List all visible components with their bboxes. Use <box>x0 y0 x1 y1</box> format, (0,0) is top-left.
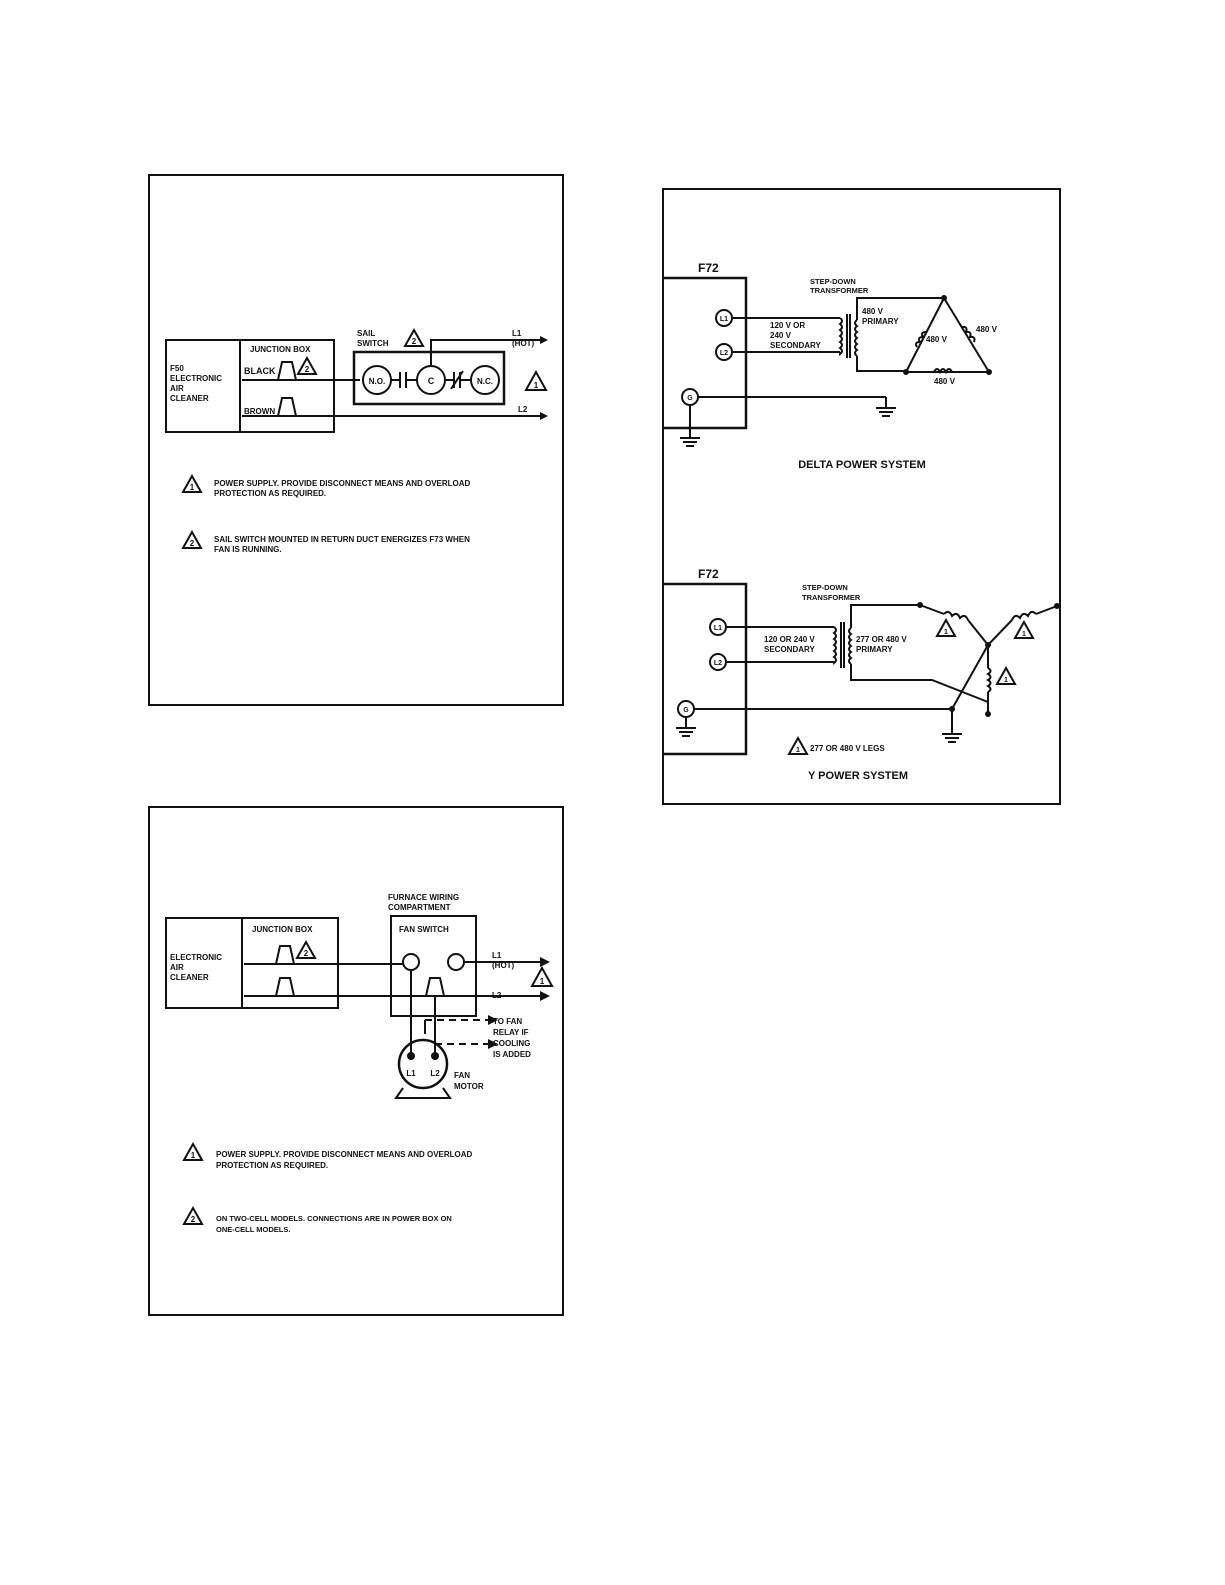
cleaner-label: ELECTRONIC AIR CLEANER <box>170 953 224 982</box>
leg-right-label-delta: 480 V <box>976 325 998 334</box>
leg-bottom-label-delta: 480 V <box>934 377 956 386</box>
note-marker-2-junction: 2 <box>295 939 317 959</box>
svg-text:2: 2 <box>190 539 195 548</box>
junction-box-label: JUNCTION BOX <box>252 925 313 934</box>
transformer-label-delta: STEP-DOWN TRANSFORMER <box>810 277 869 295</box>
wire-nut-brown <box>276 397 298 417</box>
y-caption: Y POWER SYSTEM <box>808 770 908 782</box>
leg-inner-label-delta: 480 V <box>926 335 948 344</box>
primary-label-y: 277 OR 480 V PRIMARY <box>856 635 909 654</box>
svg-text:1: 1 <box>190 483 195 492</box>
sail-switch-wiring-diagram: F50 ELECTRONIC AIR CLEANER JUNCTION BOX … <box>165 327 548 554</box>
transformer-primary-coil-delta <box>854 319 859 357</box>
delta-caption: DELTA POWER SYSTEM <box>798 459 926 471</box>
wire-nut-2 <box>274 977 296 997</box>
svg-text:L1: L1 <box>720 316 728 323</box>
fan-switch-terminal-left <box>402 953 420 971</box>
svg-text:1: 1 <box>1022 631 1026 638</box>
secondary-label-y: 120 OR 240 V SECONDARY <box>764 635 817 654</box>
transformer-secondary-coil-delta <box>838 317 843 357</box>
svg-text:1: 1 <box>944 629 948 636</box>
transformer-label-y: STEP-DOWN TRANSFORMER <box>802 583 861 602</box>
brown-wire-label: BROWN <box>244 407 275 416</box>
junction-box-label: JUNCTION BOX <box>250 345 311 354</box>
leg-marker-right: 1 <box>1013 619 1035 639</box>
note-marker-1-power: 1 <box>530 965 554 987</box>
power-system-panel: F72 L1 L2 G 120 V OR 240 V SECONDARY STE… <box>662 188 1061 805</box>
sail-switch-box <box>352 350 506 406</box>
fan-switch-label: FAN SWITCH <box>399 925 449 934</box>
svg-text:L2: L2 <box>430 1069 440 1078</box>
y-power-system: F72 L1 L2 G 120 OR 240 V SECONDARY STEP-… <box>664 567 1060 782</box>
note-1: 1 POWER SUPPLY. PROVIDE DISCONNECT MEANS… <box>182 1141 475 1170</box>
f72-label-delta: F72 <box>698 261 719 275</box>
black-wire-label: BLACK <box>244 366 276 376</box>
wire-nut-3 <box>424 977 446 997</box>
svg-text:1: 1 <box>534 381 539 390</box>
legs-legend: 1 277 OR 480 V LEGS <box>787 735 885 755</box>
fan-motor-label: FAN MOTOR <box>454 1071 484 1091</box>
transformer-secondary-coil-y <box>832 626 837 666</box>
svg-text:L1: L1 <box>406 1069 416 1078</box>
cleaner-box <box>165 339 335 433</box>
svg-text:L2: L2 <box>720 350 728 357</box>
primary-label-delta: 480 V PRIMARY <box>862 307 899 326</box>
fan-motor: L1 L2 <box>394 1038 452 1099</box>
svg-text:277 OR 480 V LEGS: 277 OR 480 V LEGS <box>810 744 885 753</box>
l1-wire <box>430 339 540 366</box>
svg-text:G: G <box>683 707 689 714</box>
to-fan-relay-label: TO FAN RELAY IF COOLING IS ADDED <box>493 1017 533 1059</box>
note-2: 2 ON TWO-CELL MODELS. CONNECTIONS ARE IN… <box>182 1205 454 1234</box>
wye-network <box>917 602 1060 717</box>
note-2: 2 SAIL SWITCH MOUNTED IN RETURN DUCT ENE… <box>181 529 472 554</box>
leg-marker-bottom: 1 <box>995 665 1017 685</box>
svg-text:G: G <box>687 395 693 402</box>
sail-switch-label: SAIL SWITCH <box>357 329 389 348</box>
svg-text:2: 2 <box>305 365 310 374</box>
sail-switch-wiring-panel: F50 ELECTRONIC AIR CLEANER JUNCTION BOX … <box>148 174 564 706</box>
svg-text:N.C.: N.C. <box>477 377 493 386</box>
svg-text:1: 1 <box>191 1151 196 1160</box>
transformer-primary-coil-y <box>848 627 853 665</box>
note-marker-2-sail: 2 <box>403 327 425 347</box>
svg-text:SAIL SWITCH MOUNTED IN RETURN: SAIL SWITCH MOUNTED IN RETURN DUCT ENERG… <box>214 535 472 554</box>
l1-hot-label: L1 (HOT) <box>512 329 535 348</box>
svg-text:L1: L1 <box>714 625 722 632</box>
svg-text:1: 1 <box>796 747 800 754</box>
fan-switch-box <box>390 915 477 1017</box>
svg-text:2: 2 <box>412 337 417 346</box>
svg-text:C: C <box>428 376 435 386</box>
fan-switch-wiring-panel: ELECTRONIC AIR CLEANER JUNCTION BOX 2 FU… <box>148 806 564 1316</box>
svg-text:ON TWO-CELL MODELS. CONNECTIO: ON TWO-CELL MODELS. CONNECTIONS ARE IN P… <box>216 1214 454 1234</box>
svg-text:POWER SUPPLY. PROVIDE DISCONN: POWER SUPPLY. PROVIDE DISCONNECT MEANS A… <box>216 1150 475 1170</box>
delta-power-system: F72 L1 L2 G 120 V OR 240 V SECONDARY STE… <box>664 261 998 471</box>
svg-text:1: 1 <box>540 977 545 986</box>
secondary-label-delta: 120 V OR 240 V SECONDARY <box>770 321 821 350</box>
note-1: 1 POWER SUPPLY. PROVIDE DISCONNECT MEANS… <box>181 473 473 498</box>
svg-text:POWER SUPPLY. PROVIDE DISCONN: POWER SUPPLY. PROVIDE DISCONNECT MEANS A… <box>214 479 473 498</box>
note-marker-2-junction: 2 <box>296 355 318 375</box>
cleaner-label: F50 ELECTRONIC AIR CLEANER <box>170 364 224 403</box>
svg-text:2: 2 <box>304 949 309 958</box>
svg-text:L2: L2 <box>714 660 722 667</box>
leg-marker-left: 1 <box>935 617 957 637</box>
svg-text:1: 1 <box>1004 677 1008 684</box>
l2-label: L2 <box>518 405 528 414</box>
f72-unit-y <box>664 582 748 756</box>
note-marker-1-power: 1 <box>524 369 548 391</box>
l1-hot-label: L1 (HOT) <box>492 951 515 970</box>
l2-label: L2 <box>492 991 502 1000</box>
wire-nut-1 <box>274 945 296 965</box>
power-system-diagram: F72 L1 L2 G 120 V OR 240 V SECONDARY STE… <box>664 261 1060 782</box>
svg-text:N.O.: N.O. <box>369 377 385 386</box>
svg-text:2: 2 <box>191 1215 196 1224</box>
fan-switch-terminal-right <box>447 953 465 971</box>
wire-nut-black <box>276 361 298 381</box>
fan-switch-wiring-diagram: ELECTRONIC AIR CLEANER JUNCTION BOX 2 FU… <box>165 893 554 1234</box>
delta-triangle <box>903 295 992 375</box>
f72-label-y: F72 <box>698 567 719 581</box>
compartment-label: FURNACE WIRING COMPARTMENT <box>388 893 461 912</box>
